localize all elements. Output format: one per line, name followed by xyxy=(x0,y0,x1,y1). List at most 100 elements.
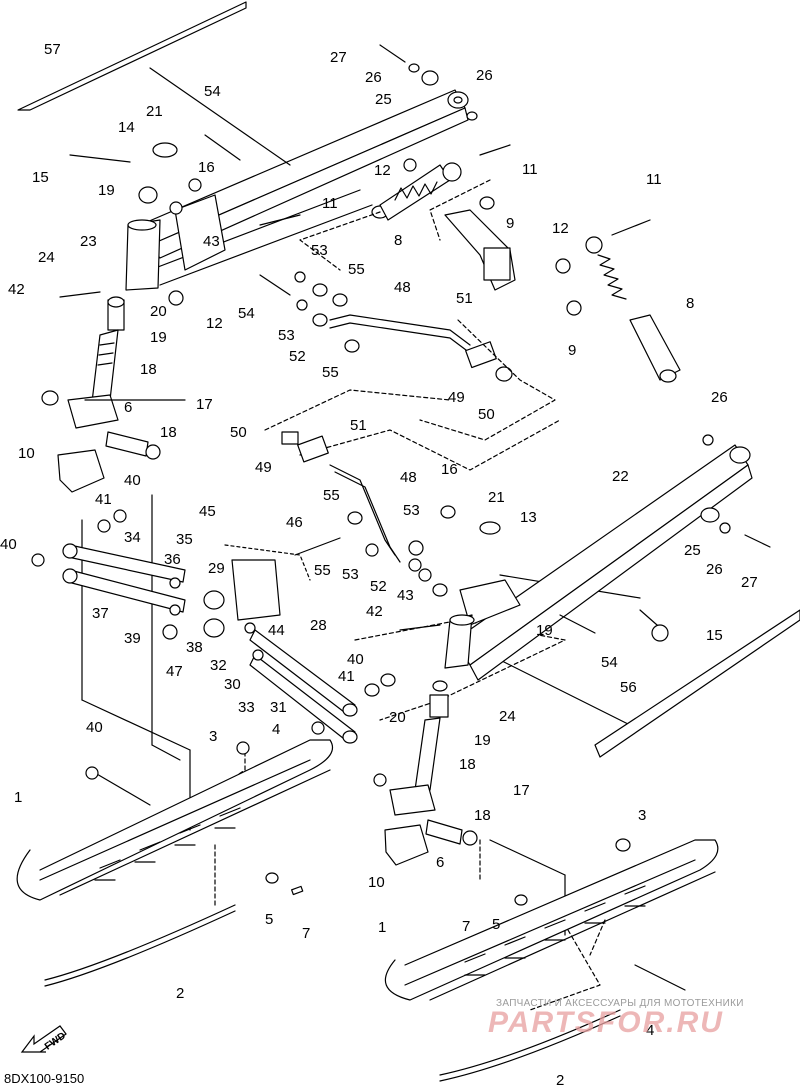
callout-label: 2 xyxy=(556,1072,565,1089)
callout-label: 4 xyxy=(646,1022,655,1039)
callout-label: 43 xyxy=(203,233,220,250)
steering-bracket xyxy=(203,544,311,638)
callout-label: 53 xyxy=(278,327,295,344)
callout-label: 55 xyxy=(314,562,331,579)
callout-label: 9 xyxy=(568,342,577,359)
callout-label: 20 xyxy=(150,303,167,320)
spindle-left xyxy=(41,219,161,429)
callout-label: 28 xyxy=(310,617,327,634)
callout-label: 32 xyxy=(210,657,227,674)
callout-label: 24 xyxy=(499,708,516,725)
callout-label: 34 xyxy=(124,529,141,546)
callout-label: 18 xyxy=(140,361,157,378)
callout-label: 13 xyxy=(520,509,537,526)
bolts xyxy=(59,44,771,634)
callout-label: 18 xyxy=(474,807,491,824)
callout-label: 3 xyxy=(209,728,218,745)
callout-label: 1 xyxy=(378,919,387,936)
hardware xyxy=(31,63,731,787)
callout-label: 5 xyxy=(265,911,274,928)
callout-label: 25 xyxy=(375,91,392,108)
callout-label: 33 xyxy=(238,699,255,716)
callout-label: 36 xyxy=(164,551,181,568)
callout-label: 52 xyxy=(289,348,306,365)
callout-label: 40 xyxy=(86,719,103,736)
stabilizer-link-upper xyxy=(329,314,513,382)
ski-wear-bar-left xyxy=(17,1,247,111)
callout-label: 11 xyxy=(322,195,338,212)
callout-label: 18 xyxy=(160,424,177,441)
fwd-arrow-icon xyxy=(20,1025,67,1053)
callout-label: 19 xyxy=(536,622,553,639)
callout-label: 21 xyxy=(146,103,163,120)
callout-label: 51 xyxy=(456,290,473,307)
callout-label: 48 xyxy=(400,469,417,486)
shock-bracket xyxy=(444,196,516,291)
callout-label: 57 xyxy=(44,41,61,58)
callout-label: 14 xyxy=(118,119,135,136)
callout-label: 26 xyxy=(365,69,382,86)
callout-label: 26 xyxy=(476,67,493,84)
callout-label: 47 xyxy=(166,663,183,680)
callout-label: 40 xyxy=(124,472,141,489)
callout-label: 37 xyxy=(92,605,109,622)
callout-label: 51 xyxy=(350,417,367,434)
callout-label: 10 xyxy=(18,445,35,462)
callout-label: 55 xyxy=(323,487,340,504)
callout-label: 19 xyxy=(150,329,167,346)
callout-label: 23 xyxy=(80,233,97,250)
callout-label: 16 xyxy=(441,461,458,478)
ski-right xyxy=(384,838,719,1082)
callout-label: 25 xyxy=(684,542,701,559)
callout-label: 18 xyxy=(459,756,476,773)
callout-label: 20 xyxy=(389,709,406,726)
callout-label: 21 xyxy=(488,489,505,506)
callout-label: 42 xyxy=(8,281,25,298)
callout-label: 1 xyxy=(14,789,23,806)
callout-label: 54 xyxy=(204,83,221,100)
callout-label: 9 xyxy=(506,215,515,232)
bushings xyxy=(105,431,478,846)
callout-label: 12 xyxy=(374,162,391,179)
callout-label: 16 xyxy=(198,159,215,176)
callout-label: 12 xyxy=(552,220,569,237)
suspension-arm-upper xyxy=(139,89,469,286)
callout-label: 15 xyxy=(706,627,723,644)
callout-label: 7 xyxy=(302,925,311,942)
callout-label: 55 xyxy=(322,364,339,381)
callout-label: 10 xyxy=(368,874,385,891)
callout-label: 48 xyxy=(394,279,411,296)
callout-label: 22 xyxy=(612,468,629,485)
tie-rods-left xyxy=(62,543,358,744)
callout-label: 52 xyxy=(370,578,387,595)
callout-label: 11 xyxy=(522,161,538,178)
callout-label: 11 xyxy=(646,171,662,188)
callout-label: 15 xyxy=(32,169,49,186)
ski-wear-bar-right xyxy=(594,609,800,758)
callout-label: 55 xyxy=(348,261,365,278)
callout-label: 53 xyxy=(403,502,420,519)
callout-label: 41 xyxy=(95,491,112,508)
callout-label: 6 xyxy=(124,399,133,416)
callout-label: 8 xyxy=(394,232,403,249)
callout-label: 45 xyxy=(199,503,216,520)
callout-label: 27 xyxy=(741,574,758,591)
bump-stops xyxy=(57,449,429,866)
callout-label: 38 xyxy=(186,639,203,656)
callout-label: 50 xyxy=(230,424,247,441)
ski-left xyxy=(16,739,334,987)
callout-label: 35 xyxy=(176,531,193,548)
callout-label: 8 xyxy=(686,295,695,312)
callout-label: 19 xyxy=(98,182,115,199)
callout-label: 29 xyxy=(208,560,225,577)
callout-label: 44 xyxy=(268,622,285,639)
callout-label: 43 xyxy=(397,587,414,604)
callout-label: 17 xyxy=(513,782,530,799)
callout-label: 49 xyxy=(255,459,272,476)
suspension-arm-lower xyxy=(454,444,753,681)
callout-label: 40 xyxy=(0,536,17,553)
stabilizer-link-lower xyxy=(281,431,401,563)
callout-label: 3 xyxy=(638,807,647,824)
callout-label: 24 xyxy=(38,249,55,266)
